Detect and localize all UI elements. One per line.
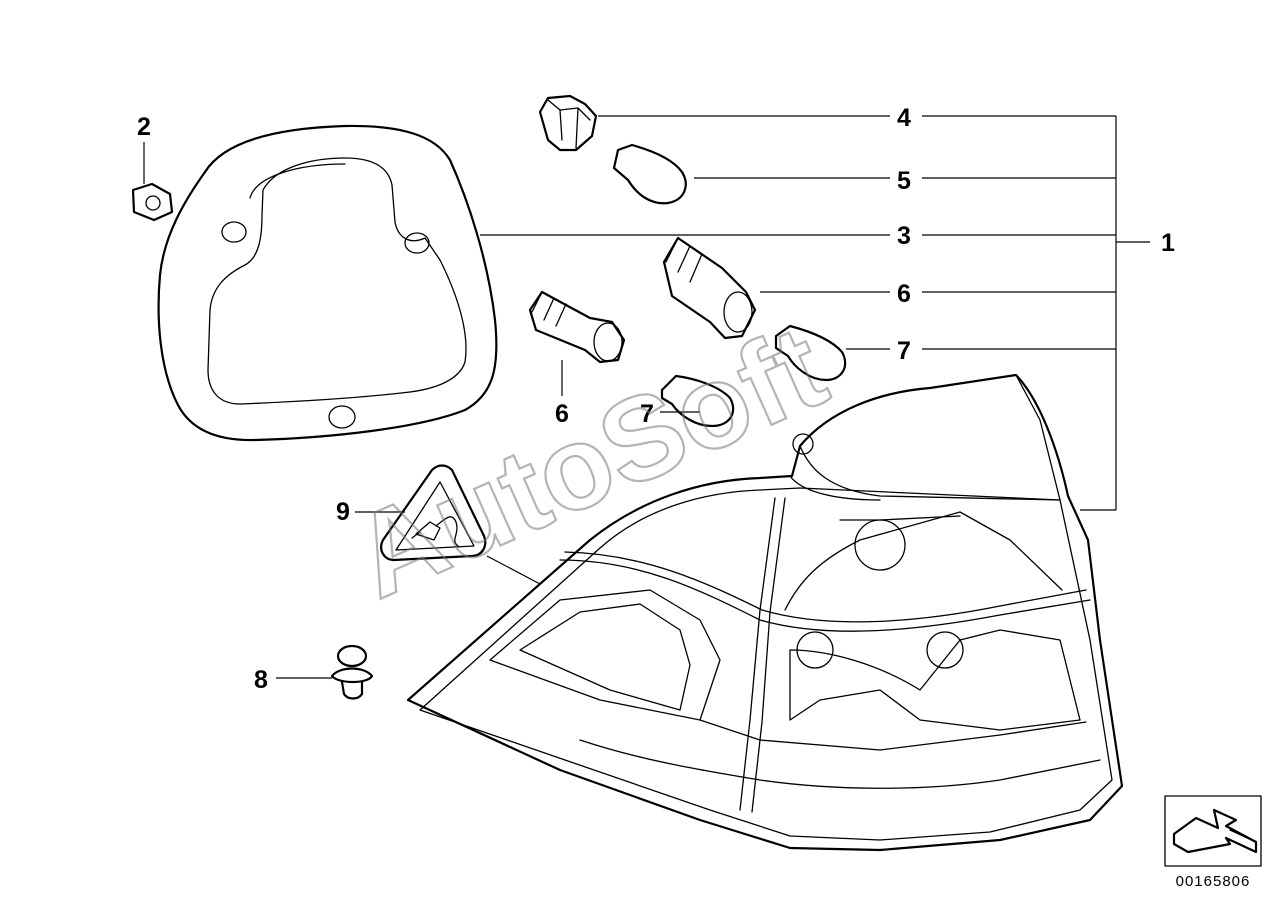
gasket-part-3[interactable]: [157, 124, 498, 442]
label-part-4: 4: [897, 104, 911, 132]
label-part-9: 9: [336, 498, 350, 526]
label-part-5: 5: [897, 167, 911, 195]
bulb-part-5[interactable]: [612, 143, 890, 205]
orientation-box: [1164, 795, 1262, 867]
orientation-arrow-icon: [1172, 808, 1258, 854]
warning-label-part-9[interactable]: [355, 464, 541, 585]
label-part-3: 3: [897, 222, 911, 250]
socket-part-6-left[interactable]: [528, 290, 626, 396]
label-part-6-right: 6: [897, 280, 911, 308]
bulb-socket-part-4[interactable]: [538, 94, 890, 152]
label-part-7-left: 7: [640, 400, 654, 428]
watermark: AutoSoft: [335, 301, 844, 624]
label-part-2: 2: [137, 113, 151, 141]
clip-part-8[interactable]: [276, 644, 374, 700]
label-part-1: 1: [1161, 229, 1175, 257]
bulb-part-7-right[interactable]: [774, 324, 890, 382]
tail-light-part-1[interactable]: [406, 373, 1124, 852]
diagram-code: 00165806: [1176, 873, 1251, 890]
label-part-7-right: 7: [897, 337, 911, 365]
bulb-part-7-left[interactable]: [660, 374, 735, 428]
electrical-warning-icon: [411, 516, 459, 547]
label-part-6-left: 6: [555, 400, 569, 428]
socket-part-6-right[interactable]: [662, 236, 890, 340]
label-part-8: 8: [254, 666, 268, 694]
assembly-bracket: [480, 115, 1150, 511]
nut-part-2[interactable]: [131, 142, 174, 222]
